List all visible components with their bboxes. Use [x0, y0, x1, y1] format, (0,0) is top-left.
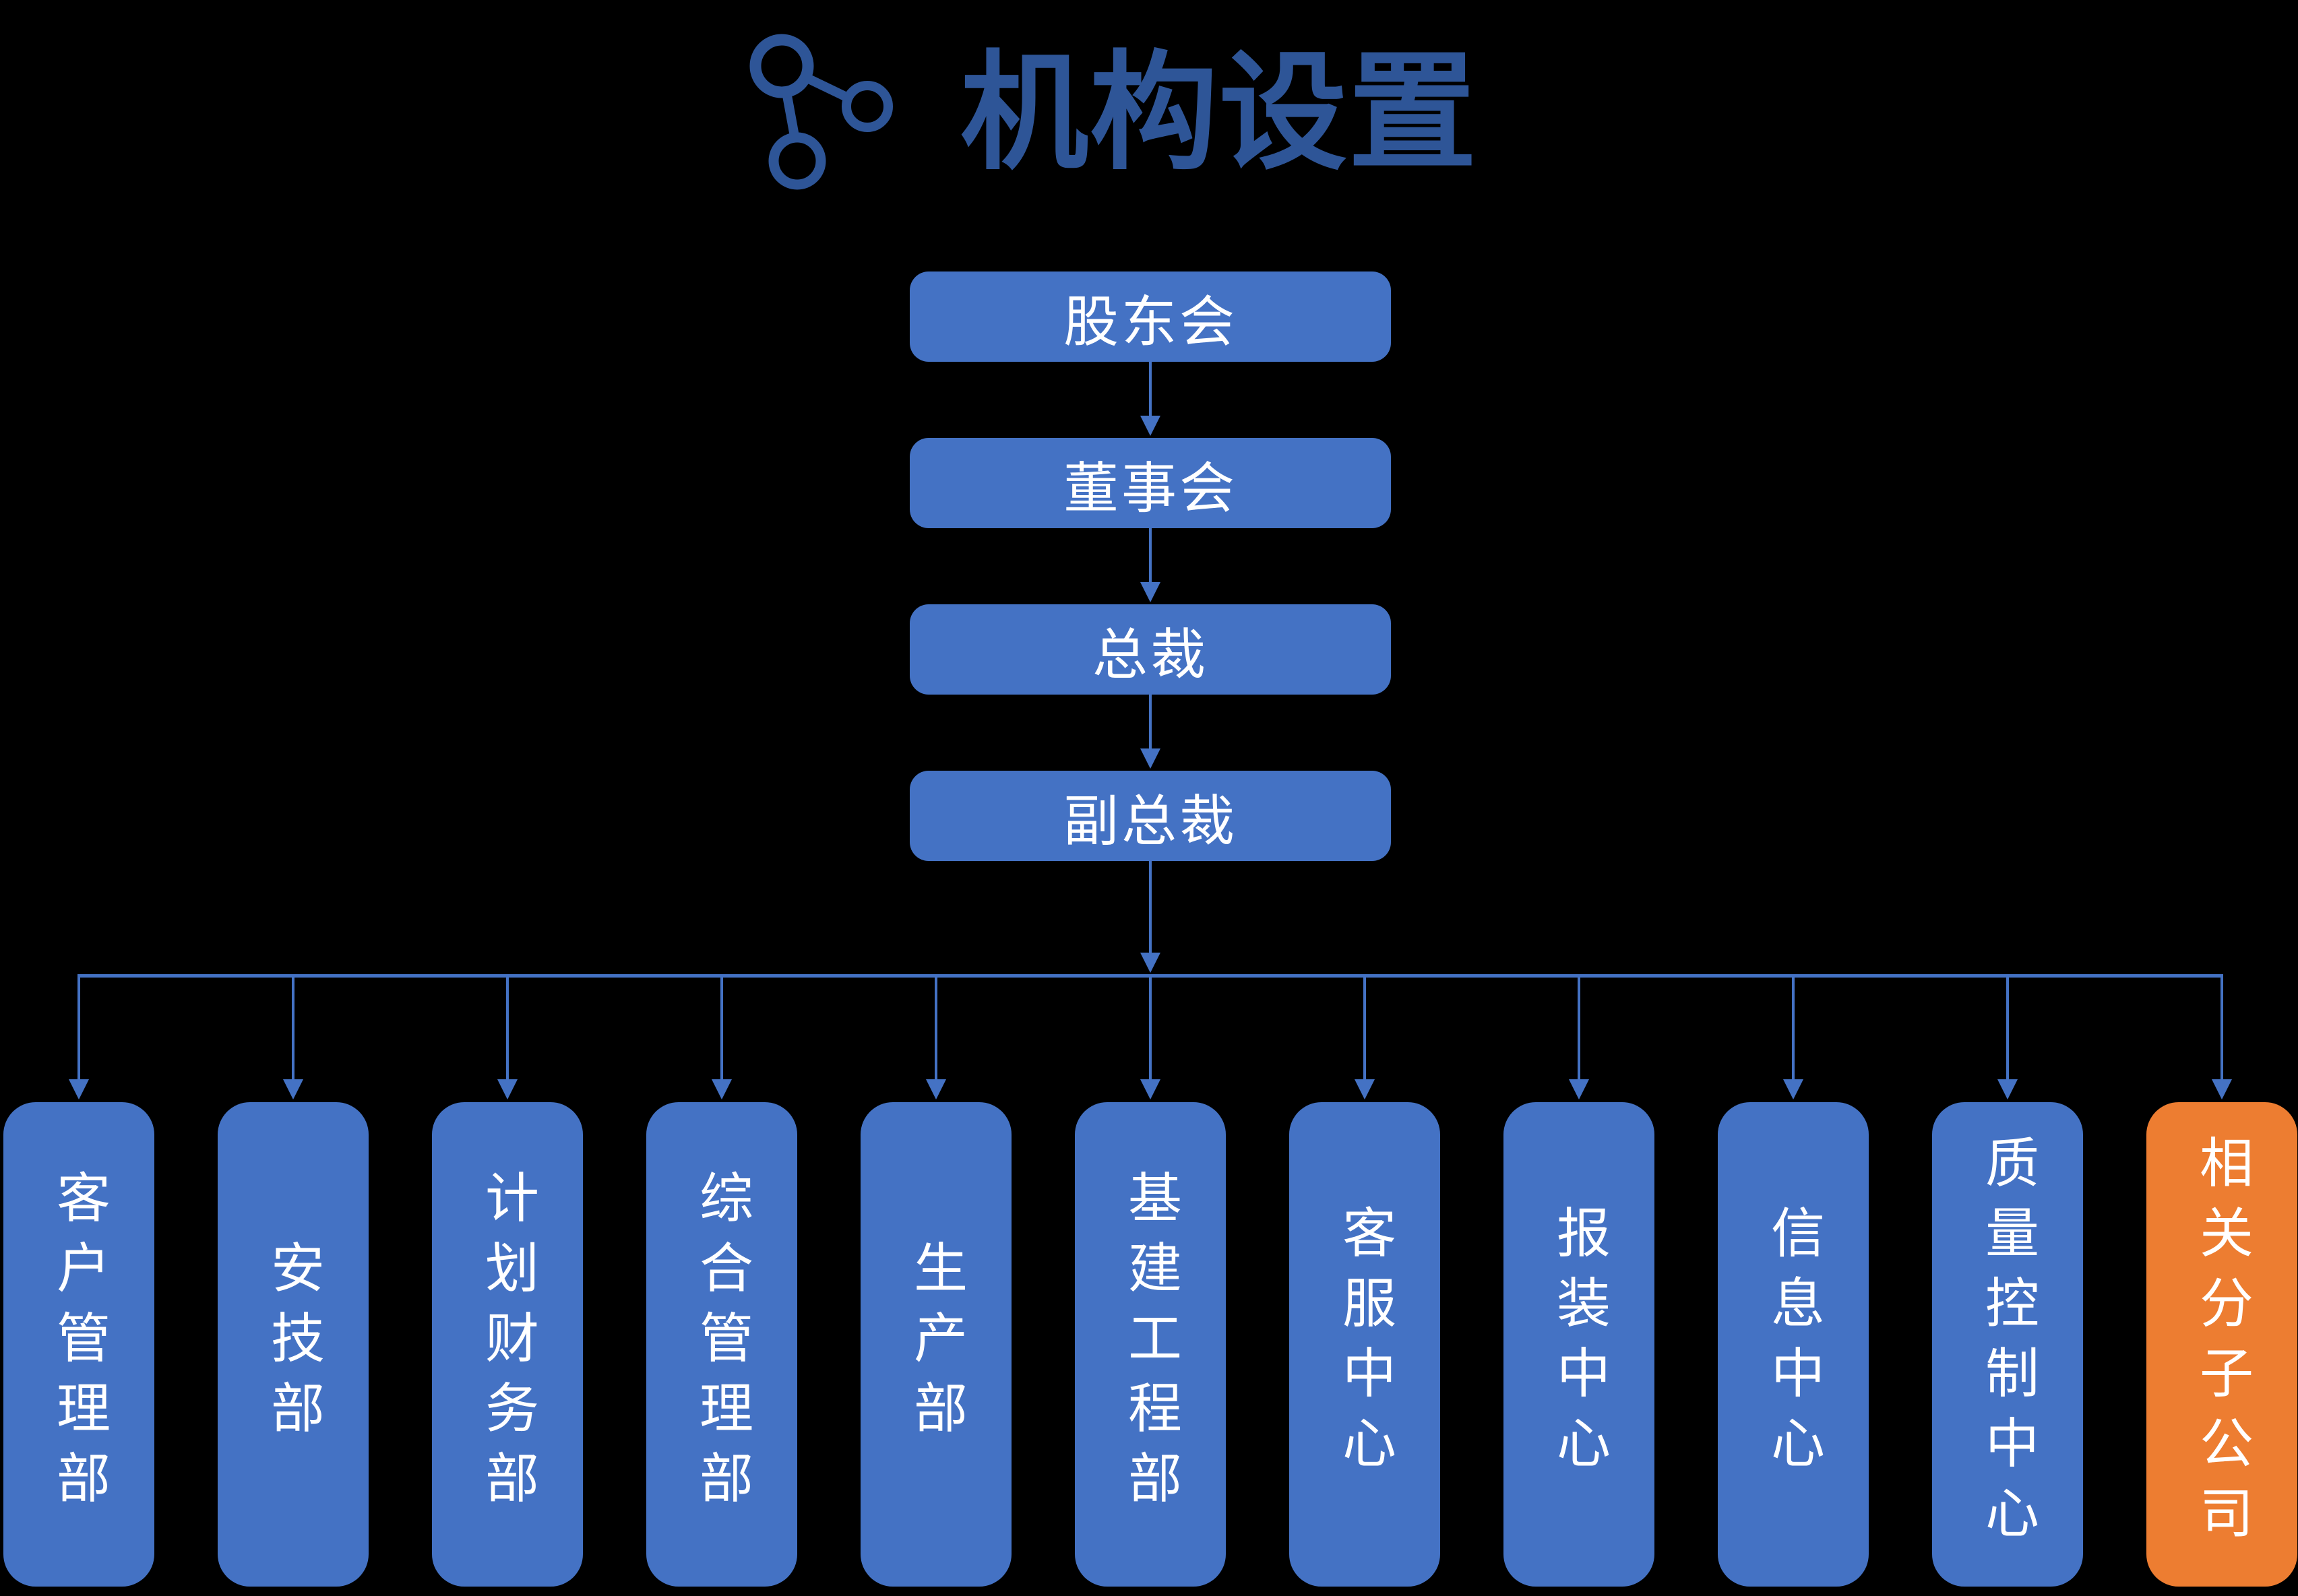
department-label: 综合管理部 [692, 1169, 752, 1520]
connector-line [1149, 695, 1152, 750]
department-label: 基建工程部 [1121, 1169, 1181, 1520]
chain-box-vice-president: 副总裁 [910, 771, 1391, 861]
connector-line [1149, 861, 1152, 954]
connector-line [1792, 974, 1795, 1081]
department-label: 客服中心 [1335, 1204, 1395, 1485]
arrow-down-icon [926, 1079, 946, 1099]
arrow-down-icon [497, 1079, 518, 1099]
connector-line [720, 974, 723, 1081]
department-box: 报装中心 [1503, 1102, 1654, 1587]
department-label: 相关分子公司 [2192, 1134, 2252, 1555]
department-box: 安技部 [218, 1102, 369, 1587]
arrow-down-icon [283, 1079, 303, 1099]
department-label: 计划财务部 [478, 1169, 538, 1520]
connector-line [1149, 362, 1152, 417]
department-box: 生产部 [861, 1102, 1012, 1587]
arrow-down-icon [1140, 416, 1160, 436]
network-nodes-icon [749, 34, 893, 190]
arrow-down-icon [712, 1079, 732, 1099]
department-label: 生产部 [906, 1239, 966, 1450]
department-box: 基建工程部 [1075, 1102, 1226, 1587]
connector-line [1149, 974, 1152, 1081]
department-label: 客户管理部 [49, 1169, 109, 1520]
department-box: 客服中心 [1289, 1102, 1440, 1587]
department-label: 安技部 [263, 1239, 323, 1450]
connector-line [77, 974, 80, 1081]
chain-box-shareholders-meeting: 股东会 [910, 272, 1391, 362]
connector-line [1578, 974, 1580, 1081]
department-label: 信息中心 [1764, 1204, 1824, 1485]
department-box: 综合管理部 [646, 1102, 797, 1587]
chain-box-president: 总裁 [910, 604, 1391, 695]
connector-line [1149, 528, 1152, 583]
department-box: 信息中心 [1718, 1102, 1869, 1587]
arrow-down-icon [2212, 1079, 2232, 1099]
connector-line [292, 974, 294, 1081]
department-box: 计划财务部 [432, 1102, 583, 1587]
arrow-down-icon [1783, 1079, 1803, 1099]
department-box: 相关分子公司 [2146, 1102, 2297, 1587]
arrow-down-icon [1140, 953, 1160, 973]
arrow-down-icon [1355, 1079, 1375, 1099]
arrow-down-icon [1140, 582, 1160, 602]
department-label: 报装中心 [1549, 1204, 1609, 1485]
chain-box-board-of-directors: 董事会 [910, 438, 1391, 528]
arrow-down-icon [1140, 748, 1160, 769]
page-title: 机构设置 [960, 42, 1479, 185]
connector-line [506, 974, 509, 1081]
arrow-down-icon [1997, 1079, 2018, 1099]
arrow-down-icon [1140, 1079, 1160, 1099]
connector-line [2221, 974, 2223, 1081]
department-box: 质量控制中心 [1932, 1102, 2083, 1587]
department-label: 质量控制中心 [1978, 1134, 2038, 1555]
arrow-down-icon [69, 1079, 89, 1099]
arrow-down-icon [1569, 1079, 1589, 1099]
connector-line [935, 974, 937, 1081]
connector-line [2006, 974, 2009, 1081]
connector-line [1363, 974, 1366, 1081]
department-box: 客户管理部 [3, 1102, 154, 1587]
